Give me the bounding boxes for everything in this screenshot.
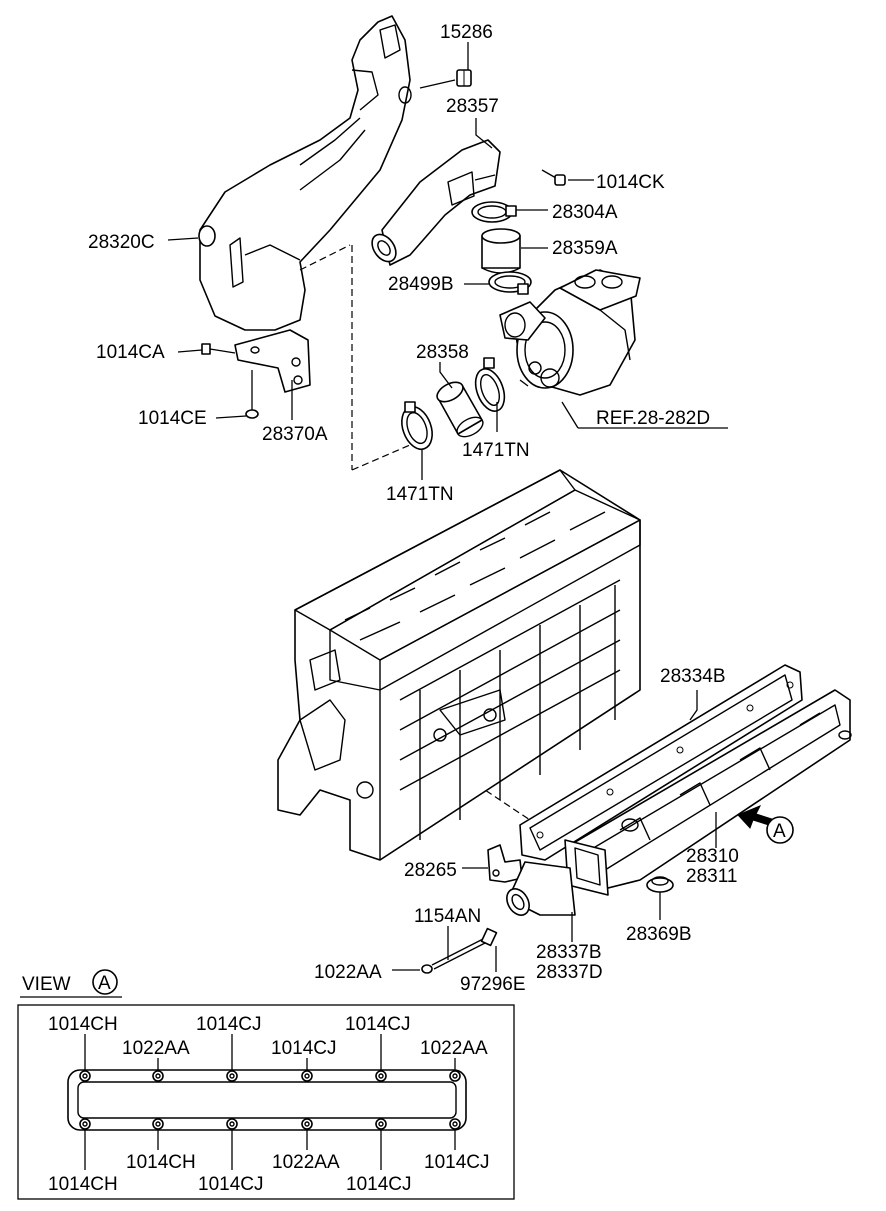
clamp-28304a	[471, 201, 517, 223]
clamp-1471tn-lower	[401, 401, 433, 451]
view-letter: A	[98, 973, 111, 994]
label-28359a: 28359A	[552, 238, 618, 259]
label-ref-28-282d: REF.28-282D	[596, 408, 710, 429]
pipe-28357	[371, 139, 501, 266]
label-1014ca: 1014CA	[96, 342, 165, 363]
label-1014ck: 1014CK	[596, 172, 665, 193]
bolt-1014ca	[201, 343, 236, 355]
view-top-label-3: 1014CJ	[196, 1014, 262, 1035]
clamp-1471tn-upper	[474, 357, 506, 412]
label-1014ce: 1014CE	[138, 408, 207, 429]
label-28265: 28265	[404, 860, 457, 881]
elbow-28337	[506, 861, 576, 916]
view-top-label-6: 1022AA	[420, 1038, 488, 1059]
cylinder-head	[277, 469, 641, 861]
view-bottom-label-3: 1014CJ	[198, 1174, 264, 1195]
label-28369b: 28369B	[626, 924, 692, 945]
view-bottom-label-1: 1014CH	[48, 1174, 118, 1195]
label-1471tn-upper: 1471TN	[462, 440, 530, 461]
turbocharger	[499, 269, 641, 396]
bolt-1014ck	[541, 169, 566, 186]
label-28304a: 28304A	[552, 202, 618, 223]
part-15286-clip	[456, 69, 472, 87]
label-1471tn-lower: 1471TN	[386, 484, 454, 505]
view-bolt-holes	[79, 1070, 461, 1130]
label-28370a: 28370A	[262, 424, 328, 445]
bolt-1014ce	[245, 370, 259, 419]
bracket-28370a	[234, 329, 311, 393]
hose-28358	[436, 381, 484, 438]
pipe-28320c	[198, 15, 412, 331]
label-28320c: 28320C	[88, 232, 155, 253]
stud-1154an	[421, 927, 498, 974]
view-title: VIEW	[22, 974, 71, 995]
exhaust-manifold	[564, 689, 852, 896]
label-28310: 28310	[686, 846, 739, 867]
clamp-28499b	[488, 271, 532, 295]
label-28357: 28357	[446, 96, 499, 117]
view-bottom-label-4: 1022AA	[272, 1152, 340, 1173]
view-top-label-2: 1022AA	[122, 1038, 190, 1059]
label-97296e: 97296E	[460, 974, 526, 995]
view-top-label-4: 1014CJ	[271, 1038, 337, 1059]
leader-lines	[167, 42, 728, 972]
label-28311: 28311	[686, 866, 737, 887]
view-bottom-label-6: 1014CJ	[424, 1152, 490, 1173]
label-28337d: 28337D	[536, 962, 603, 983]
hose-28359a	[481, 228, 521, 274]
label-1022aa: 1022AA	[314, 962, 382, 983]
gasket-28334b	[519, 664, 803, 861]
view-bottom-label-5: 1014CJ	[346, 1174, 412, 1195]
label-28358: 28358	[416, 342, 469, 363]
label-view-callout-a: A	[773, 821, 786, 842]
view-top-label-5: 1014CJ	[345, 1014, 411, 1035]
label-28499b: 28499B	[388, 274, 454, 295]
label-1154an: 1154AN	[414, 906, 481, 927]
view-top-label-1: 1014CH	[48, 1014, 118, 1035]
view-a-inset: VIEW A	[17, 969, 515, 1200]
label-28334b: 28334B	[660, 666, 726, 687]
label-28337b: 28337B	[536, 942, 602, 963]
view-bottom-label-2: 1014CH	[126, 1152, 196, 1173]
part-labels: 15286 28357 1014CK 28304A 28320C 28359A …	[88, 22, 786, 995]
bracket-28265	[487, 844, 523, 883]
cap-28369b	[646, 876, 674, 893]
label-15286: 15286	[440, 22, 493, 43]
view-a-arrow	[737, 805, 794, 844]
